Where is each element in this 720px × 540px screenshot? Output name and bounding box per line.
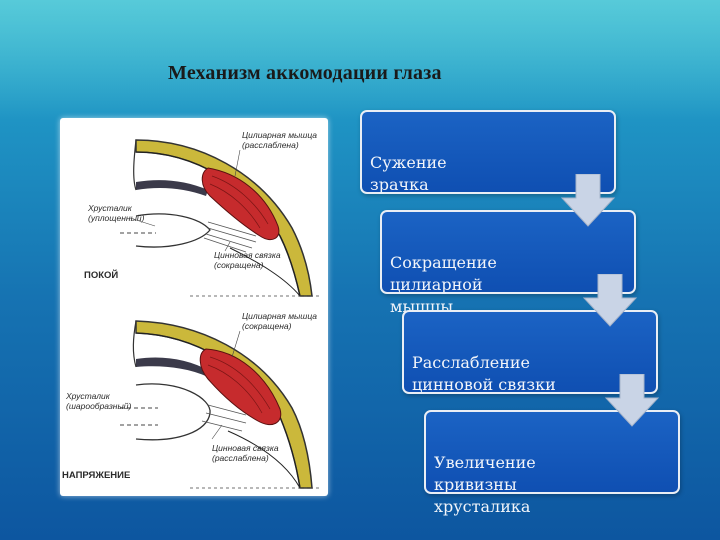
iris-shape [136,358,210,378]
down-arrow-icon [604,374,660,430]
down-arrow-icon [582,274,638,330]
strain-ligament-label-2: (расслаблена) [212,453,269,463]
title-area: Механизм аккомодации глаза [0,0,720,115]
eye-accommodation-figure: Цилиарная мышца (расслаблена) Хрусталик … [60,118,328,496]
rest-muscle-label-1: Цилиарная мышца [242,130,317,140]
strain-ligament-label-1: Цинновая связка [212,443,279,453]
down-arrow-icon [560,174,616,230]
strain-state-label: НАПРЯЖЕНИЕ [62,470,130,481]
eye-diagram-svg: Цилиарная мышца (расслаблена) Хрусталик … [60,118,328,496]
rest-state-diagram: Цилиарная мышца (расслаблена) Хрусталик … [84,130,320,296]
slide-title: Механизм аккомодации глаза [168,62,442,85]
strain-state-diagram: Цилиарная мышца (сокращена) Хрусталик (ш… [62,311,320,488]
strain-muscle-label-1: Цилиарная мышца [242,311,317,321]
rest-lens-label-2: (уплощенный) [88,213,145,223]
strain-lens-label-1: Хрусталик [65,391,111,401]
rest-muscle-label-2: (расслаблена) [242,140,299,150]
rest-ligament-label-1: Цинновая связка [214,250,281,260]
lens-shape [136,214,210,247]
strain-lens-label-2: (шарообразный) [66,401,131,411]
rest-ligament-label-2: (сокращена) [214,260,264,270]
rest-state-label: ПОКОЙ [84,269,118,281]
step-text-4: Увеличение кривизны хрусталика [434,452,678,518]
lens-shape [136,384,210,440]
rest-lens-label-1: Хрусталик [87,203,133,213]
strain-muscle-label-2: (сокращена) [242,321,292,331]
iris-shape [136,180,208,196]
